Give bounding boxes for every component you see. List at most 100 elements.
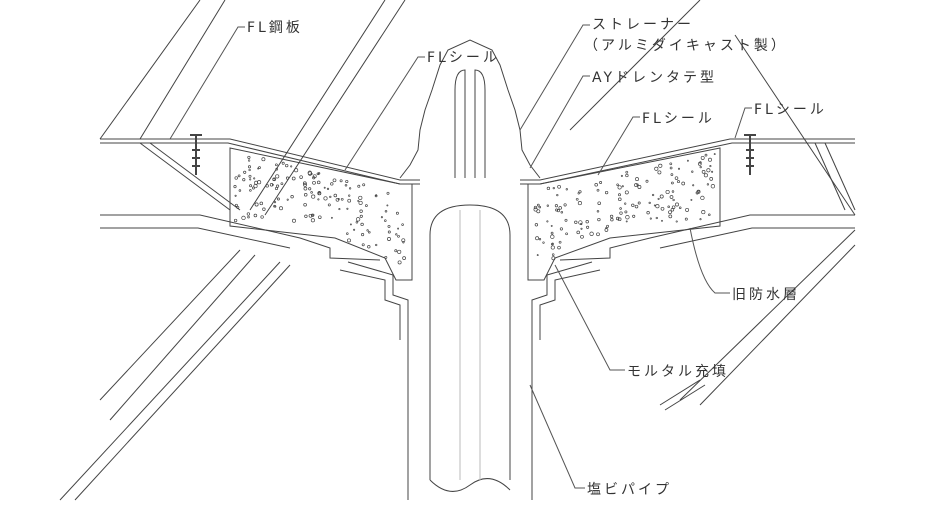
aggregate-dot xyxy=(599,181,603,184)
strainer xyxy=(399,39,541,179)
aggregate-dot xyxy=(674,176,679,180)
aggregate-dot xyxy=(634,204,639,209)
aggregate-dot xyxy=(533,205,538,210)
aggregate-dot xyxy=(345,179,349,184)
slab-right xyxy=(531,34,856,500)
aggregate-dot xyxy=(576,230,580,235)
upper-left-hatch xyxy=(99,0,226,140)
aggregate-dot xyxy=(546,204,549,207)
aggregate-dot xyxy=(353,228,356,231)
aggregate-dot xyxy=(554,204,558,208)
aggregate-dot xyxy=(606,224,610,228)
aggregate-dot xyxy=(538,205,542,209)
aggregate-dot xyxy=(710,184,716,189)
strainer-slots xyxy=(454,69,486,178)
aggregate-dot xyxy=(672,198,675,202)
aggregate-dot xyxy=(708,157,712,162)
aggregate-dot xyxy=(678,206,682,209)
screw-left xyxy=(190,134,202,175)
aggregate-dot xyxy=(274,186,279,191)
aggregate-dot xyxy=(616,183,619,186)
aggregate-dot xyxy=(649,217,652,220)
aggregate-dot xyxy=(538,238,542,241)
aggregate-dot xyxy=(361,243,365,247)
aggregate-dot xyxy=(368,230,371,234)
aggregate-dot xyxy=(253,177,256,180)
aggregate-dot xyxy=(308,213,313,218)
aggregate-dot xyxy=(671,181,674,185)
aggregate-dot xyxy=(290,165,293,168)
aggregate-dot xyxy=(668,214,673,219)
aggregate-dot xyxy=(671,205,676,209)
aggregate-dot xyxy=(307,170,312,175)
aggregate-dot xyxy=(658,163,663,168)
aggregate-dot xyxy=(387,230,391,234)
aggregate-dot xyxy=(691,170,694,173)
aggregate-dot xyxy=(632,214,636,218)
aggregate-dot xyxy=(234,203,238,207)
aggregate-dot xyxy=(564,218,568,222)
aggregate-dot xyxy=(290,195,294,199)
aggregate-dot xyxy=(635,177,639,182)
aggregate-dot xyxy=(534,223,539,227)
aggregate-dot xyxy=(299,175,303,179)
aggregate-dot xyxy=(604,190,609,195)
aggregate-dot xyxy=(690,198,693,201)
aggregate-dot xyxy=(535,236,540,241)
aggregate-dot xyxy=(348,187,352,190)
aggregate-dot xyxy=(358,200,363,205)
aggregate-dot xyxy=(578,220,583,225)
aggregate-dot xyxy=(659,194,664,199)
aggregate-dot xyxy=(374,194,378,198)
aggregate-dot xyxy=(597,201,601,205)
aggregate-dot xyxy=(703,173,708,178)
aggregate-dot xyxy=(552,186,555,190)
aggregate-dot xyxy=(706,168,711,173)
aggregate-dot xyxy=(565,232,568,236)
aggregate-dot xyxy=(634,183,639,188)
aggregate-dot xyxy=(348,194,351,197)
aggregate-dot xyxy=(706,183,710,186)
label-strainer-material: （アルミダイキャスト製） xyxy=(584,38,788,54)
aggregate-dot xyxy=(280,182,284,186)
aggregate-dot xyxy=(550,234,555,239)
aggregate-dot xyxy=(402,241,405,244)
aggregate-dot xyxy=(273,200,277,204)
aggregate-dot xyxy=(665,189,670,195)
aggregate-dot xyxy=(618,193,621,197)
aggregate-dot xyxy=(625,173,629,178)
aggregate-dot xyxy=(542,241,545,244)
aggregate-dot xyxy=(660,206,665,211)
aggregate-dot xyxy=(624,190,629,195)
aggregate-dot xyxy=(237,174,241,178)
pvc-pipe-break xyxy=(429,478,511,492)
aggregate-dot xyxy=(610,218,614,222)
aggregate-dot xyxy=(700,155,705,160)
aggregate-dot xyxy=(357,199,360,202)
aggregate-dot xyxy=(397,227,400,230)
label-fl-seal-right: FLシール xyxy=(754,102,827,118)
aggregate-dot xyxy=(272,178,276,181)
aggregate-dot xyxy=(236,205,240,209)
aggregate-dot xyxy=(395,211,399,215)
aggregate-dot xyxy=(261,157,266,162)
aggregate-dot xyxy=(550,224,553,227)
aggregate-dot xyxy=(248,168,251,172)
aggregate-dot xyxy=(397,234,400,238)
aggregate-dot xyxy=(312,180,316,185)
aggregate-dot xyxy=(346,232,349,235)
aggregate-dot xyxy=(318,215,322,219)
aggregate-dot xyxy=(344,183,348,187)
aggregate-dot xyxy=(686,159,689,162)
aggregate-dot xyxy=(557,245,561,250)
aggregate-dot xyxy=(580,227,583,230)
aggregate-dot xyxy=(384,219,387,222)
aggregate-dot xyxy=(395,233,398,236)
aggregate-dot xyxy=(536,203,540,207)
aggregate-dot xyxy=(625,170,629,174)
aggregate-dot xyxy=(310,191,313,194)
aggregate-dot xyxy=(359,209,363,213)
aggregate-dot xyxy=(303,186,308,191)
aggregate-dot xyxy=(575,197,579,201)
